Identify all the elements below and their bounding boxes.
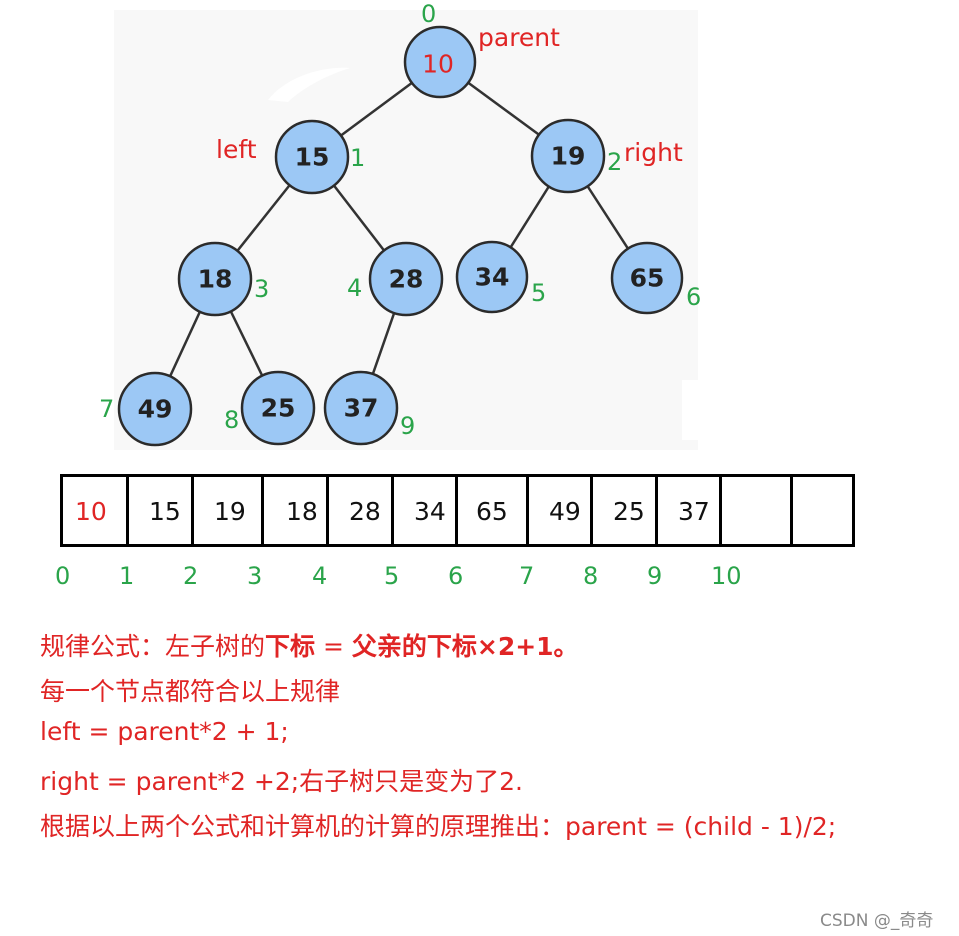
array-cell: 10 <box>63 477 129 544</box>
array-cell-value: 19 <box>214 497 246 526</box>
decorative-glare <box>682 380 698 440</box>
array-cell: 15 <box>129 477 194 544</box>
array-cell-empty <box>793 477 852 544</box>
node-value: 49 <box>138 395 173 424</box>
tree-node: 15 <box>274 119 350 195</box>
array-cell-value: 18 <box>286 497 318 526</box>
array-index-label: 2 <box>183 562 199 590</box>
parent-label: parent <box>478 23 560 52</box>
node-value: 65 <box>630 264 665 293</box>
array-cell: 34 <box>394 477 458 544</box>
tree-node: 34 <box>455 240 529 314</box>
tree-panel <box>114 10 698 450</box>
node-index-label: 0 <box>421 0 436 28</box>
node-index-label: 7 <box>99 395 114 423</box>
node-value: 10 <box>422 50 454 79</box>
array-cell: 19 <box>194 477 264 544</box>
formula-equals: = <box>315 632 352 661</box>
node-value: 34 <box>475 263 510 292</box>
array-index-label: 9 <box>647 562 663 590</box>
node-value: 28 <box>389 265 424 294</box>
array-cell-value: 49 <box>549 497 581 526</box>
node-index-label: 3 <box>254 275 269 303</box>
node-value: 15 <box>295 143 330 172</box>
node-index-label: 5 <box>531 279 546 307</box>
tree-node: 49 <box>117 371 193 447</box>
formula-prefix: 规律公式：左子树的 <box>40 632 266 661</box>
array-index-label: 6 <box>448 562 464 590</box>
tree-node: 18 <box>177 241 253 317</box>
array-cell-empty <box>722 477 793 544</box>
decorative-glare <box>268 67 350 102</box>
right-label: right <box>624 138 683 167</box>
array-index-label: 10 <box>711 562 742 590</box>
tree-node: 65 <box>610 241 684 315</box>
formula-bold-index: 下标 <box>265 632 316 661</box>
array-cell: 37 <box>658 477 722 544</box>
node-index-label: 6 <box>686 283 701 311</box>
array-index-label: 5 <box>384 562 400 590</box>
node-value: 37 <box>344 394 379 423</box>
array-index-label: 4 <box>312 562 328 590</box>
array-cell-value: 37 <box>678 497 710 526</box>
node-index-label: 2 <box>607 148 622 176</box>
array-index-label: 0 <box>55 562 71 590</box>
binary-tree-diagram: 10 15 19 18 28 34 65 49 25 37 0 1 2 3 4 … <box>99 0 701 447</box>
left-label: left <box>216 135 257 164</box>
array-cell-value: 15 <box>149 497 181 526</box>
right-formula: right = parent*2 +2;右子树只是变为了2. <box>40 767 524 796</box>
node-index-label: 8 <box>224 406 239 434</box>
formula-bold-parent: 父亲的下标×2+1。 <box>351 632 579 661</box>
tree-node: 28 <box>368 241 444 317</box>
array-index-label: 7 <box>519 562 535 590</box>
watermark: CSDN @_奇奇 <box>820 911 934 931</box>
tree-node: 25 <box>240 370 316 446</box>
array-cell: 18 <box>264 477 329 544</box>
parent-formula: 根据以上两个公式和计算机的计算的原理推出：parent = (child - 1… <box>40 812 837 841</box>
array-cell-value: 10 <box>75 497 107 526</box>
array-cell: 25 <box>593 477 658 544</box>
node-index-label: 4 <box>347 274 362 302</box>
array-index-label: 1 <box>119 562 135 590</box>
array-cell-value: 65 <box>476 497 508 526</box>
array-cell: 28 <box>329 477 394 544</box>
node-value: 25 <box>261 394 296 423</box>
tree-node: 10 <box>403 25 477 99</box>
node-value: 18 <box>198 265 233 294</box>
formula-line: 规律公式：左子树的下标 = 父亲的下标×2+1。 <box>40 627 579 663</box>
array-cell-value: 28 <box>349 497 381 526</box>
node-index-label: 9 <box>400 412 415 440</box>
array-cell-value: 25 <box>613 497 645 526</box>
array-cell: 49 <box>529 477 593 544</box>
tree-node: 19 <box>530 118 606 194</box>
array-cell-value: 34 <box>414 497 446 526</box>
left-formula: left = parent*2 + 1; <box>40 717 289 746</box>
rule-note: 每一个节点都符合以上规律 <box>40 677 341 706</box>
node-index-label: 1 <box>350 144 365 172</box>
array-index-label: 3 <box>247 562 263 590</box>
tree-node: 37 <box>323 370 399 446</box>
array-table: 10 15 19 18 28 34 65 49 25 37 <box>60 474 855 547</box>
array-index-label: 8 <box>583 562 599 590</box>
array-cell: 65 <box>458 477 529 544</box>
node-value: 19 <box>551 142 586 171</box>
